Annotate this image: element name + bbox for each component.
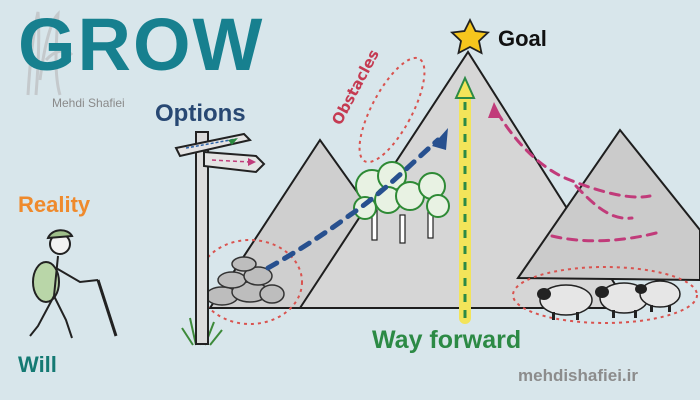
options-path: [265, 128, 448, 271]
label-will: Will: [18, 352, 57, 377]
mountain-right: [516, 128, 700, 282]
rocks-icon: [205, 256, 285, 306]
alternate-path-arrow: [488, 102, 502, 118]
label-way-forward: Way forward: [372, 326, 522, 354]
signpost-icon: [174, 131, 266, 345]
logo-icon: [26, 10, 74, 96]
alternate-path: [495, 110, 662, 243]
label-goal: Goal: [498, 26, 547, 51]
mountains: [208, 50, 700, 309]
title: GROW: [18, 3, 265, 86]
hiker-icon: [29, 229, 118, 339]
sheep-icon: [537, 280, 681, 320]
website-url: mehdishafiei.ir: [518, 366, 638, 385]
author-name: Mehdi Shafiei: [52, 96, 125, 110]
label-options: Options: [155, 100, 246, 127]
label-reality: Reality: [18, 192, 91, 217]
star-icon: [449, 17, 491, 55]
way-forward-arrow: [454, 75, 476, 324]
